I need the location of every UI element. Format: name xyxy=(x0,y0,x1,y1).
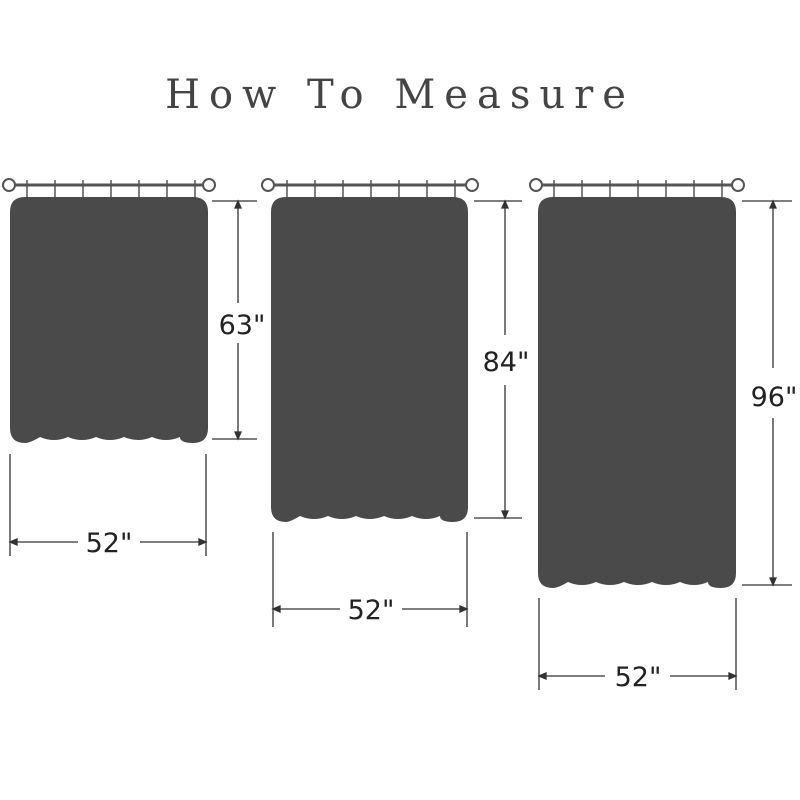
page-title: How To Measure xyxy=(165,72,635,118)
height-label: 63" xyxy=(219,310,266,341)
width-label: 52" xyxy=(348,595,395,626)
curtain-panel-84: 84" 52" xyxy=(261,178,530,627)
width-dimension-line xyxy=(8,454,208,556)
height-dimension-line xyxy=(474,199,522,520)
height-label: 84" xyxy=(483,347,530,378)
height-dimension-line xyxy=(212,199,257,441)
curtain-panel-63: 63" 52" xyxy=(2,178,266,559)
curtain-fabric xyxy=(271,197,468,522)
width-label: 52" xyxy=(615,662,662,693)
curtain-rod xyxy=(261,178,479,200)
curtain-rod xyxy=(529,178,745,200)
width-dimension-line xyxy=(271,532,469,627)
width-dimension-line xyxy=(537,598,738,690)
curtain-fabric xyxy=(10,197,208,443)
curtain-fabric xyxy=(538,197,736,588)
curtain-panel-96: 96" 52" xyxy=(529,178,798,693)
height-dimension-line xyxy=(742,199,792,587)
curtain-rod xyxy=(2,178,216,200)
width-label: 52" xyxy=(86,528,133,559)
height-label: 96" xyxy=(751,382,798,413)
